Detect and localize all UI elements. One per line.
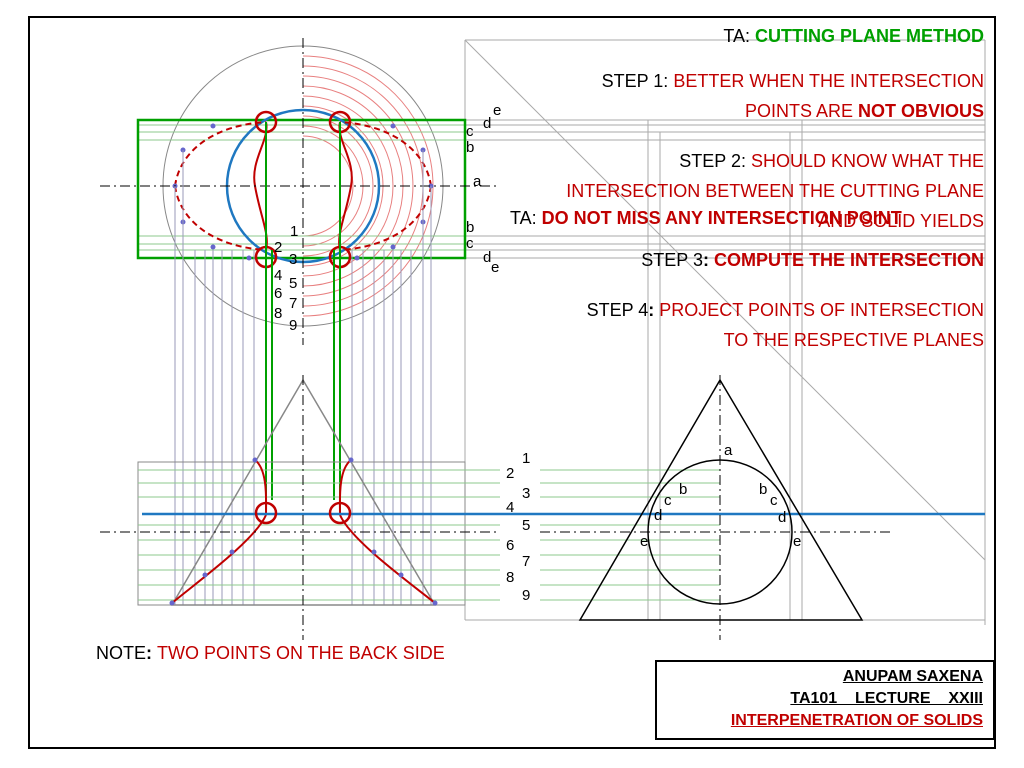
intersection-curve-dashed	[174, 121, 432, 251]
note-text: TWO POINTS ON THE BACK SIDE	[157, 643, 445, 663]
projection-lines-top	[464, 39, 986, 625]
num-3-top: 3	[289, 251, 297, 268]
note-block: NOTE: TWO POINTS ON THE BACK SIDE	[96, 643, 445, 664]
label-a: a	[473, 173, 482, 190]
step2-prefix: STEP 2:	[679, 151, 751, 171]
course-lecture: TA101 LECTURE XXIII	[790, 690, 983, 707]
cylinder-edges-green	[265, 122, 341, 515]
step2-block: STEP 2: SHOULD KNOW WHAT THE INTERSECTIO…	[566, 146, 984, 236]
num-2-front: 2	[506, 465, 514, 482]
num-7-front: 7	[522, 553, 530, 570]
side-label-c-right: c	[770, 492, 778, 509]
num-5-top: 5	[289, 275, 297, 292]
side-view-letters: a b c d e b c d e	[640, 442, 801, 550]
num-1-front: 1	[522, 450, 530, 467]
ta-dont-miss: TA: DO NOT MISS ANY INTERSECTION POINT	[510, 208, 902, 229]
num-6-front: 6	[506, 537, 514, 554]
step4-block: STEP 4: PROJECT POINTS OF INTERSECTION T…	[587, 295, 984, 355]
step3-text: COMPUTE THE INTERSECTION	[713, 250, 984, 270]
front-view	[100, 375, 985, 640]
num-3-front: 3	[522, 485, 530, 502]
intersection-circles-front	[254, 501, 352, 525]
step1-text-bold: NOT OBVIOUS	[857, 101, 984, 121]
step2-text-c: AND SOLID YIELDS	[818, 211, 984, 231]
step2-text-b: INTERSECTION BETWEEN THE CUTTING PLANE	[566, 181, 984, 201]
side-label-e-left: e	[640, 533, 648, 550]
ta-method: CUTTING PLANE METHOD	[755, 26, 984, 46]
label-c-top: c	[466, 123, 474, 140]
num-6-top: 6	[274, 285, 282, 302]
front-intersection-curve	[171, 459, 436, 604]
side-label-d-left: d	[654, 507, 662, 524]
num-5-front: 5	[522, 517, 530, 534]
note-colon: :	[146, 643, 158, 663]
side-label-b-right: b	[759, 481, 767, 498]
author: ANUPAM SAXENA	[842, 668, 983, 685]
ta2-text: DO NOT MISS ANY INTERSECTION POINT	[541, 208, 902, 228]
num-4-top: 4	[274, 267, 282, 284]
side-label-b-left: b	[679, 481, 687, 498]
label-b-top: b	[466, 139, 474, 156]
top-view	[100, 38, 986, 625]
title-block: ANUPAM SAXENA TA101 LECTURE XXIII INTERP…	[655, 660, 995, 740]
side-label-c-left: c	[664, 492, 672, 509]
front-horizontals	[138, 469, 720, 601]
ta2-prefix: TA:	[510, 208, 542, 228]
note-prefix: NOTE	[96, 643, 147, 663]
label-d-bottom: d	[483, 249, 491, 266]
label-e-top: e	[493, 102, 501, 119]
front-numbers: 1 2 3 4 5 6 7 8 9	[506, 450, 530, 604]
step4-text-b: TO THE RESPECTIVE PLANES	[723, 330, 984, 350]
topic: INTERPENETRATION OF SOLIDS	[730, 712, 983, 729]
slide-frame	[28, 16, 996, 749]
top-center-numbers: 1 2 3 4 5 6 7 8 9	[274, 223, 298, 334]
step3-prefix: STEP 3	[641, 250, 703, 270]
step1-prefix: STEP 1:	[601, 71, 674, 91]
top-horizontals	[138, 124, 465, 251]
num-8-top: 8	[274, 305, 282, 322]
num-2-top: 2	[274, 239, 282, 256]
num-7-top: 7	[289, 295, 297, 312]
num-1-top: 1	[290, 223, 298, 240]
front-points	[169, 457, 438, 606]
side-label-a: a	[724, 442, 733, 459]
step3-block: STEP 3: COMPUTE THE INTERSECTION	[641, 250, 984, 271]
step1-text-a: BETTER WHEN THE INTERSECTION	[673, 71, 984, 91]
label-c-bottom: c	[466, 235, 474, 252]
num-9-front: 9	[522, 587, 530, 604]
num-4-front: 4	[506, 499, 514, 516]
label-e-bottom: e	[491, 259, 499, 276]
num-9-top: 9	[289, 317, 297, 334]
step2-text-a: SHOULD KNOW WHAT THE	[750, 151, 984, 171]
side-label-e-right: e	[793, 533, 801, 550]
step4-colon: :	[648, 300, 660, 320]
prism-top-rect	[136, 118, 467, 260]
step1-text-b: POINTS ARE	[744, 101, 858, 121]
vertical-projectors	[174, 150, 432, 605]
ta-method-heading: TA: CUTTING PLANE METHOD	[723, 26, 984, 47]
step4-prefix: STEP 4	[586, 300, 649, 320]
label-b-bottom: b	[466, 219, 474, 236]
cone-side-triangle	[578, 378, 864, 621]
step1-block: STEP 1: BETTER WHEN THE INTERSECTION POI…	[602, 66, 984, 126]
step4-text-a: PROJECT POINTS OF INTERSECTION	[659, 300, 984, 320]
side-view	[540, 375, 890, 640]
label-d-top: d	[483, 115, 491, 132]
top-right-letters: e d c b a b c d e	[466, 102, 501, 276]
side-label-d-right: d	[778, 509, 786, 526]
ta-prefix: TA:	[723, 26, 755, 46]
step3-colon: :	[702, 250, 714, 270]
num-8-front: 8	[506, 569, 514, 586]
